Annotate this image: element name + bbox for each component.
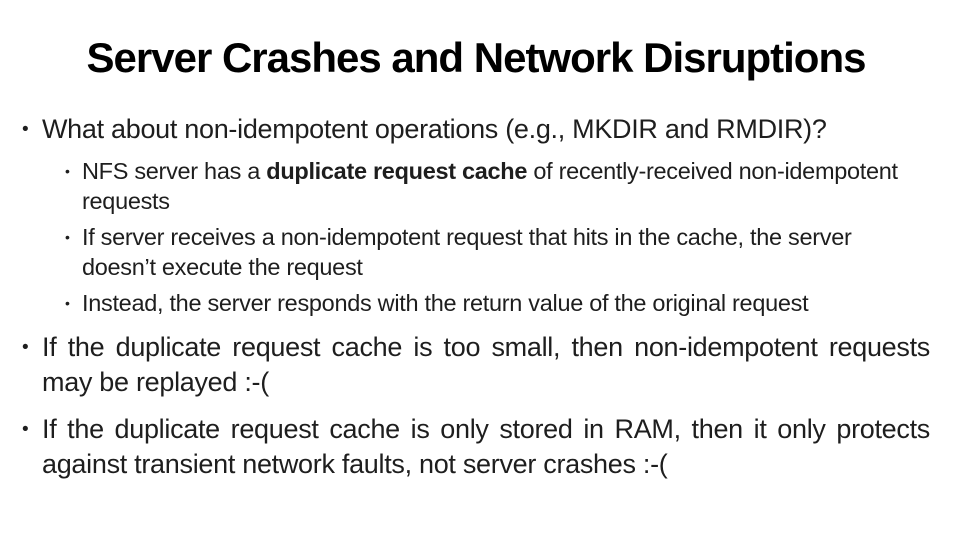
bullet-l1-intro: • What about non-idempotent operations (… xyxy=(22,112,930,147)
bullet-text: If the duplicate request cache is only s… xyxy=(42,414,930,480)
bullet-l2-instead: • Instead, the server responds with the … xyxy=(65,288,930,318)
bullet-icon: • xyxy=(65,229,70,246)
bullet-icon: • xyxy=(22,337,29,359)
bullet-icon: • xyxy=(22,119,29,141)
sub-bullet-text: NFS server has a duplicate request cache… xyxy=(82,156,930,216)
bullet-text: If the duplicate request cache is too sm… xyxy=(42,332,930,398)
bullet-l1-ram-only: • If the duplicate request cache is only… xyxy=(22,412,930,482)
sub-bullet-text: If server receives a non-idempotent requ… xyxy=(82,224,852,281)
sub-bullet-text: Instead, the server responds with the re… xyxy=(82,290,809,317)
bullet-l1-too-small: • If the duplicate request cache is too … xyxy=(22,330,930,400)
bullet-icon: • xyxy=(65,163,70,180)
bullet-icon: • xyxy=(65,295,70,312)
bullet-text: What about non-idempotent operations (e.… xyxy=(42,114,827,145)
bold-term-duplicate-request-cache: duplicate request cache xyxy=(266,158,528,185)
sub-bullet-text-suffix: of recently-received non-idempotent requ… xyxy=(82,158,898,215)
bullet-l2-cache-hit: • If server receives a non-idempotent re… xyxy=(65,222,930,282)
slide-title: Server Crashes and Network Disruptions xyxy=(86,34,867,81)
bullet-l2-nfs-cache: • NFS server has a duplicate request cac… xyxy=(65,156,930,216)
bullet-icon: • xyxy=(22,419,29,441)
sub-bullet-text-prefix: NFS server has a xyxy=(82,158,267,185)
